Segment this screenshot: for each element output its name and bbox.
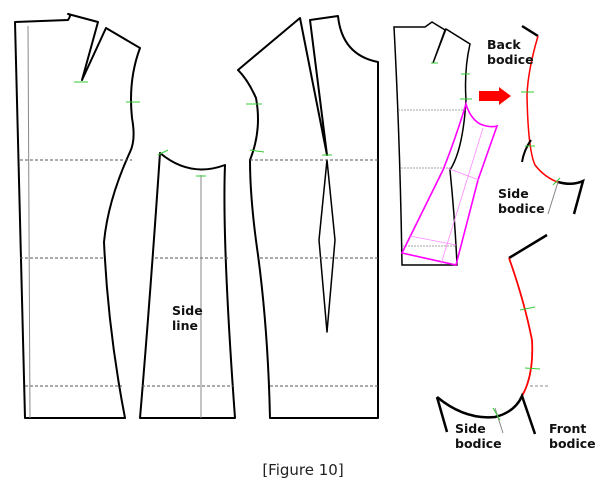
label-line-2: bodice — [498, 201, 545, 216]
overlay-diagram — [393, 21, 511, 266]
back-pattern-piece — [14, 13, 141, 419]
front-waist-dart — [318, 159, 336, 333]
label-line-1: Side — [498, 186, 529, 201]
red-arrow — [479, 87, 511, 105]
side-bodice-overlay — [400, 101, 499, 266]
back-grain-line — [27, 25, 31, 419]
label-line-1: Back — [487, 37, 521, 52]
label-line-1: Front — [549, 421, 587, 436]
label-line-2: bodice — [487, 52, 534, 67]
notch-marks — [74, 81, 332, 177]
figure-caption: [Figure 10] — [262, 461, 344, 479]
label-line-2: line — [172, 318, 198, 333]
front-armhole-curve — [435, 233, 548, 435]
label-line-2: bodice — [455, 436, 502, 451]
label-line-1: Side — [455, 421, 486, 436]
label-line-1: Side — [172, 303, 203, 318]
guide-lines — [20, 159, 378, 387]
side-pattern-piece — [139, 152, 236, 419]
front-pattern-piece — [237, 15, 379, 419]
back-armhole-curve — [521, 24, 585, 215]
label-line-2: bodice — [549, 436, 596, 451]
